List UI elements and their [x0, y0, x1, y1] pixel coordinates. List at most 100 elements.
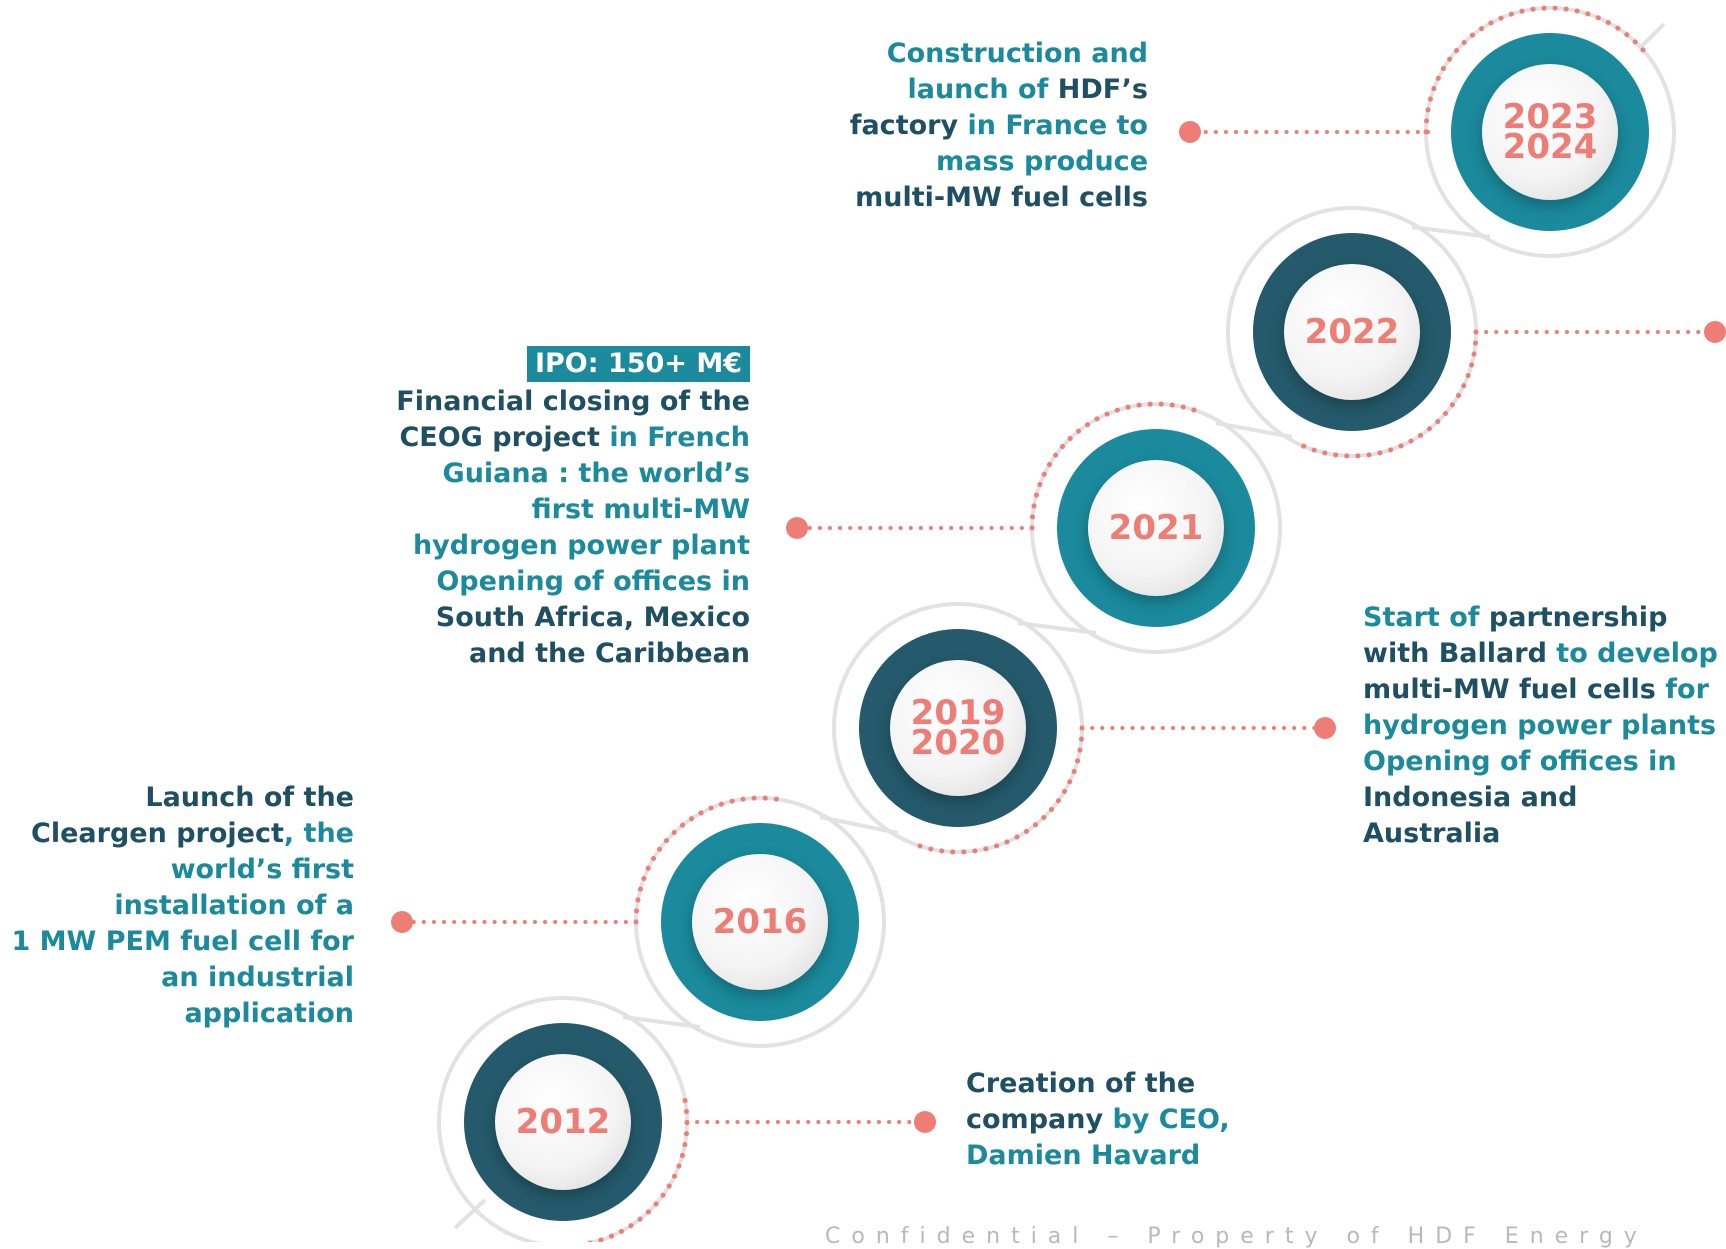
description-line: Guiana : the world’s [350, 456, 750, 492]
year-ball: 2021 [1088, 460, 1224, 596]
description-line: Damien Havard [966, 1138, 1286, 1174]
text-run: hydrogen power plant [412, 530, 750, 561]
year-ball: 2016 [692, 854, 828, 990]
year-label: 2023 [1502, 97, 1598, 137]
description-line: multi-MW fuel cells [760, 180, 1148, 216]
description-line: CEOG project in French [350, 420, 750, 456]
year-label: 2012 [515, 1102, 611, 1142]
milestone-2012: 2012 [464, 1023, 662, 1221]
year-label: 2024 [1502, 127, 1598, 167]
text-run: in French [599, 422, 750, 453]
leader-dot [914, 1111, 936, 1133]
text-run: installation of a [114, 890, 354, 921]
text-run: Cleargen project [31, 818, 284, 849]
ipo-badge: IPO: 150+ M€ [526, 346, 750, 382]
description-line: South Africa, Mexico [350, 600, 750, 636]
text-run: Damien Havard [966, 1140, 1201, 1171]
year-ball: 2012 [495, 1054, 631, 1190]
gray-track-tail [1638, 22, 1666, 50]
confidential-footer: Confidential – Property of HDF Energy [825, 1224, 1648, 1249]
gray-track-join [1017, 621, 1097, 635]
description-line: application [4, 996, 354, 1032]
dotted-arc [1029, 401, 1201, 531]
description-line: Financial closing of the [350, 384, 750, 420]
leader-dot [1179, 121, 1201, 143]
text-run: Indonesia and [1363, 782, 1578, 813]
text-run: to develop [1546, 638, 1718, 669]
text-run: CEOG project [399, 422, 600, 453]
text-run: an industrial [161, 962, 354, 993]
text-run: company [966, 1104, 1104, 1135]
leader-dot [1704, 321, 1726, 343]
dotted-arcs [540, 5, 1648, 1242]
text-run: launch of [907, 74, 1058, 105]
text-run: Opening of offices in [1363, 746, 1677, 777]
leader-dot [1314, 717, 1336, 739]
description-line: world’s first [4, 852, 354, 888]
dotted-arc [540, 1097, 690, 1242]
description-line: Construction and [760, 36, 1148, 72]
description-line: hydrogen power plant [350, 528, 750, 564]
description-line: 1 MW PEM fuel cell for [4, 924, 354, 960]
gray-track-tail [453, 1198, 487, 1230]
text-run: world’s first [170, 854, 354, 885]
leader-lines [391, 121, 1726, 1133]
description-line: hydrogen power plants [1363, 708, 1723, 744]
description-line: Indonesia and [1363, 780, 1723, 816]
year-label: 2016 [712, 902, 808, 942]
text-run: Opening of offices in [436, 566, 750, 597]
text-run: first multi-MW [531, 494, 750, 525]
milestone-2021: 2021 [1057, 429, 1255, 627]
text-run: mass produce [936, 146, 1148, 177]
text-run: Guiana : the world’s [442, 458, 750, 489]
description-line: mass produce [760, 144, 1148, 180]
description-line: with Ballard to develop [1363, 636, 1723, 672]
milestone-2016: 2016 [661, 823, 859, 1021]
leader-dot [391, 911, 413, 933]
text-run: and the Caribbean [468, 638, 750, 669]
leader-dot [786, 517, 808, 539]
text-run: , the [283, 818, 354, 849]
dotted-arc [1297, 329, 1479, 459]
text-run: factory [849, 110, 959, 141]
description-line: an industrial [4, 960, 354, 996]
dotted-arc [633, 795, 785, 925]
description-line: Creation of the [966, 1066, 1286, 1102]
year-ball: 2022 [1284, 264, 1420, 400]
text-run: in France to [958, 110, 1148, 141]
description-line: launch of HDF’s [760, 72, 1148, 108]
text-run: multi-MW fuel cells [855, 182, 1148, 213]
text-run: Australia [1363, 818, 1501, 849]
dotted-arc [913, 725, 1085, 855]
description-line: Cleargen project, the [4, 816, 354, 852]
text-run: Launch of the [145, 782, 354, 813]
text-run: South Africa, Mexico [435, 602, 750, 633]
year-label: 2022 [1304, 312, 1400, 352]
text-run: multi-MW fuel cells [1363, 674, 1656, 705]
description-line: and the Caribbean [350, 636, 750, 672]
milestone-2022: 2022 [1253, 233, 1451, 431]
dotted-arc [1423, 5, 1648, 135]
description-line: company by CEO, [966, 1102, 1286, 1138]
description-line: Opening of offices in [350, 564, 750, 600]
gray-track-join [1215, 421, 1293, 439]
text-run: Financial closing of the [396, 386, 750, 417]
year-label: 2021 [1108, 508, 1204, 548]
description-line: multi-MW fuel cells for [1363, 672, 1723, 708]
description-line: Australia [1363, 816, 1723, 852]
gray-track-join [819, 815, 899, 835]
text-run: hydrogen power plants [1363, 710, 1717, 741]
text-run: Start of [1363, 602, 1480, 633]
description-line: installation of a [4, 888, 354, 924]
text-run: application [184, 998, 354, 1029]
text-run: by CEO, [1103, 1104, 1230, 1135]
